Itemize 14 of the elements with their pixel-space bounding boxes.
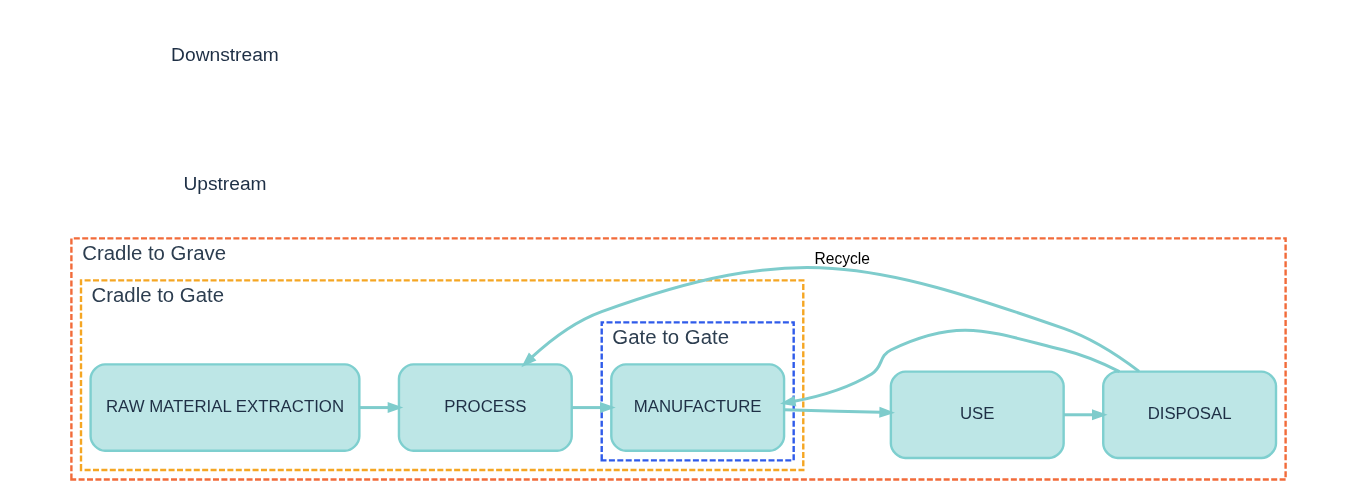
arrow: [779, 328, 1120, 407]
node-box: RAW MATERIAL EXTRACTION: [88, 363, 361, 452]
label: Upstream: [182, 173, 267, 195]
node-box: USE: [889, 370, 1065, 460]
arrow: [1063, 409, 1108, 421]
arrow: [571, 402, 616, 414]
edge-label: Recycle: [814, 250, 870, 268]
arrow: [359, 402, 403, 414]
node-box: PROCESS: [397, 363, 573, 452]
label: Downstream: [170, 43, 279, 65]
arrow: [520, 266, 1140, 373]
node-box: DISPOSAL: [1101, 370, 1277, 460]
arrow: [783, 406, 895, 418]
node-box: MANUFACTURE: [609, 363, 785, 452]
